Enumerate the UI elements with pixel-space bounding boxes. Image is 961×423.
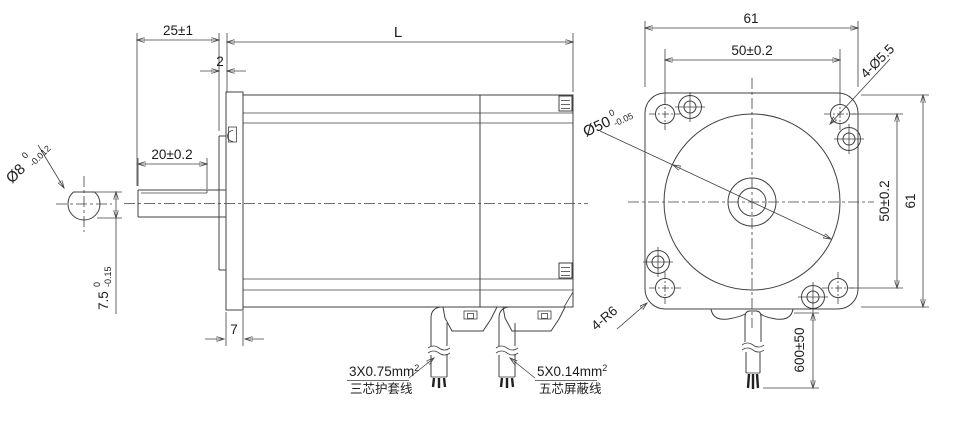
screw-head: [798, 282, 828, 312]
dim-flange-thickness: 7: [205, 311, 264, 346]
screw-head: [834, 124, 864, 154]
shaft-section-detail: Ø8 0 -0.012 7.5 0 -0.15: [3, 143, 122, 314]
label-cable-signal: 5X0.14mm2 五芯屏蔽线: [510, 358, 607, 396]
motor-body: [242, 94, 574, 308]
svg-text:61: 61: [743, 11, 758, 26]
screw-head: [675, 92, 705, 122]
mounting-holes: [649, 98, 856, 304]
tie-rod-screw-bottom: [558, 262, 573, 279]
shaft-diameter-tol-upper: 0: [20, 150, 31, 161]
dim-hole-spacing-vertical: 50±0.2: [850, 114, 903, 288]
dim-flange-height: 61: [861, 95, 929, 307]
dim-flange-width: 61: [645, 11, 858, 87]
tie-rod-screw-top: [558, 95, 573, 112]
front-view: 61 50±0.2 4-Ø5.5 Ø50 0 -0.05: [581, 11, 929, 389]
wire-ends-signal: [499, 377, 515, 388]
wire-ends-power: [431, 377, 447, 388]
svg-text:L: L: [394, 24, 402, 41]
svg-text:50±0.2: 50±0.2: [731, 43, 772, 58]
dim-body-length: L: [227, 24, 573, 92]
svg-text:20±0.2: 20±0.2: [151, 147, 192, 162]
end-cap-screws: [643, 92, 864, 312]
shaft-section-circle: [67, 191, 101, 221]
pilot-boss: [218, 135, 226, 271]
mounting-hole: [822, 272, 854, 304]
svg-text:600±50: 600±50: [792, 328, 807, 373]
label-cable-power: 3X0.75mm2 三芯护套线: [347, 358, 434, 396]
flange-outline: [644, 92, 859, 310]
shaft-flat-tol-lower: -0.15: [103, 266, 113, 287]
dim-pilot-diameter: Ø50 0 -0.05: [581, 107, 831, 239]
pilot-diameter-tol-lower: -0.05: [612, 111, 635, 129]
dim-corner-radius: 4-R6: [588, 303, 647, 333]
svg-text:7: 7: [230, 322, 238, 337]
cooling-ribs: [258, 95, 432, 307]
cable-gland-power: [427, 306, 498, 388]
label-cable-power-cn: 三芯护套线: [350, 381, 413, 396]
front-flange: [225, 91, 244, 311]
cable-gland-signal: [495, 306, 566, 388]
screw-head: [643, 247, 673, 277]
svg-text:50±0.2: 50±0.2: [877, 180, 892, 221]
svg-text:4-R6: 4-R6: [588, 303, 620, 333]
dim-cable-length: 600±50: [763, 313, 819, 388]
mounting-hole: [649, 272, 681, 304]
svg-text:3X0.75mm2: 3X0.75mm2: [349, 363, 419, 379]
shaft-flat-height-label: 7.5: [96, 291, 111, 310]
wire-ends-front: [746, 373, 760, 389]
side-view: Ø8 0 -0.012 7.5 0 -0.15: [3, 23, 607, 396]
shaft-flat-tol-upper: 0: [92, 282, 102, 287]
dim-shaft-extension: 25±1: [137, 23, 219, 186]
label-cable-signal-cn: 五芯屏蔽线: [539, 382, 602, 396]
svg-text:5X0.14mm2: 5X0.14mm2: [537, 363, 607, 379]
dim-shaft-flat-height: 7.5 0 -0.15: [92, 192, 122, 314]
svg-text:61: 61: [903, 193, 918, 208]
page-right-strip: [945, 0, 961, 423]
shaft-diameter-tol-lower: -0.012: [28, 143, 53, 168]
pilot-diameter-label: Ø50: [581, 113, 614, 140]
dim-shaft-diameter: Ø8 0 -0.012: [3, 143, 64, 188]
dim-hole-spacing-horizontal: 50±0.2: [665, 43, 840, 102]
dim-shaft-flat-length: 20±0.2: [138, 147, 207, 189]
front-cable-exit: [710, 308, 794, 389]
mounting-hole: [649, 98, 681, 130]
svg-text:2: 2: [216, 54, 224, 69]
motor-shaft: [137, 189, 226, 218]
svg-text:4-Ø5.5: 4-Ø5.5: [858, 41, 898, 81]
svg-text:25±1: 25±1: [163, 23, 193, 38]
pilot-diameter-tol-upper: 0: [607, 107, 616, 118]
shaft-diameter-label: Ø8: [3, 161, 29, 187]
mounting-hole: [824, 98, 856, 130]
